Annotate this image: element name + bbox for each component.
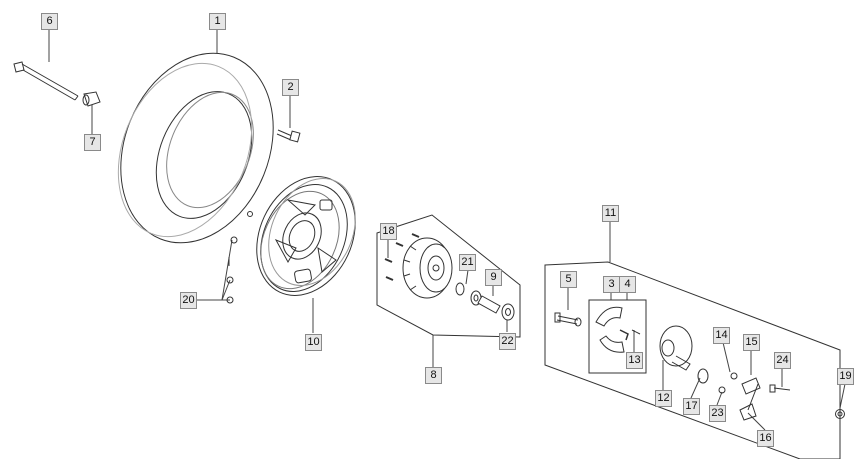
callout-13: 13 bbox=[626, 352, 643, 369]
rim-nuts bbox=[226, 211, 253, 304]
brake-small-parts bbox=[697, 368, 845, 421]
callout-22: 22 bbox=[499, 333, 516, 350]
cam-shaft bbox=[554, 312, 582, 327]
callout-1: 1 bbox=[209, 13, 226, 30]
callout-7: 7 bbox=[84, 134, 101, 151]
callout-9: 9 bbox=[485, 269, 502, 286]
axle-bolt bbox=[13, 61, 79, 101]
callout-24: 24 bbox=[774, 352, 791, 369]
callout-23: 23 bbox=[709, 405, 726, 422]
hub-group-frame bbox=[376, 214, 521, 338]
tire bbox=[117, 52, 274, 244]
hub bbox=[402, 237, 453, 299]
callout-15: 15 bbox=[743, 334, 760, 351]
bearings bbox=[470, 290, 515, 321]
callout-21: 21 bbox=[459, 254, 476, 271]
callout-18: 18 bbox=[380, 223, 397, 240]
callout-20: 20 bbox=[180, 292, 197, 309]
spacer bbox=[82, 91, 101, 107]
small-bolt bbox=[276, 129, 301, 143]
callout-6: 6 bbox=[41, 13, 58, 30]
brake-group-frame bbox=[544, 261, 841, 459]
callout-19: 19 bbox=[837, 368, 854, 385]
callout-14: 14 bbox=[713, 327, 730, 344]
callout-5: 5 bbox=[560, 271, 577, 288]
callout-16: 16 bbox=[757, 430, 774, 447]
callout-10: 10 bbox=[305, 334, 322, 351]
callout-11: 11 bbox=[602, 205, 619, 222]
leader-lines bbox=[48, 30, 846, 431]
callout-4: 4 bbox=[619, 276, 636, 293]
seal bbox=[455, 282, 465, 296]
brake-shoes bbox=[595, 306, 641, 353]
callout-2: 2 bbox=[282, 79, 299, 96]
wheel-rim bbox=[256, 176, 356, 296]
callout-8: 8 bbox=[425, 367, 442, 384]
callout-17: 17 bbox=[683, 398, 700, 415]
callout-12: 12 bbox=[655, 390, 672, 407]
brake-plate bbox=[659, 325, 693, 371]
callout-3: 3 bbox=[603, 276, 620, 293]
brake-shoe-box bbox=[588, 299, 647, 374]
